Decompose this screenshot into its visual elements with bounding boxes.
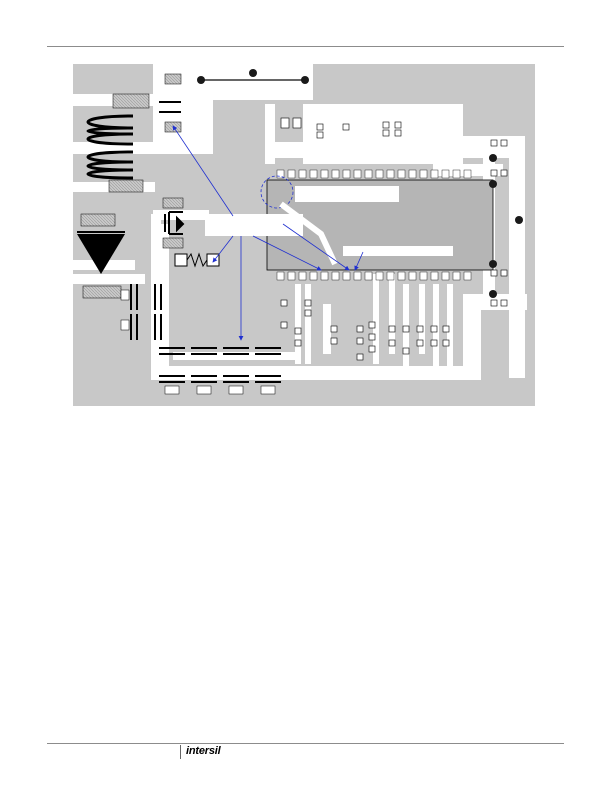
top-jumper	[197, 69, 309, 84]
callout-box	[205, 214, 303, 236]
resistor-icon	[280, 299, 450, 361]
intersil-logo: intersil	[186, 745, 221, 757]
arrow-icon	[172, 125, 364, 341]
via-icon	[515, 216, 523, 224]
via-icon	[489, 154, 497, 162]
via-icon	[489, 290, 497, 298]
resistor-icon	[174, 252, 220, 268]
via-icon	[489, 260, 497, 268]
capacitor-icon	[159, 101, 181, 113]
via-icon	[489, 180, 497, 188]
capacitor-icon	[159, 347, 281, 383]
via-icon	[197, 76, 205, 84]
mosfet-icon	[164, 211, 185, 235]
via-icon	[301, 76, 309, 84]
diode-icon	[77, 213, 125, 299]
capacitor-icon	[280, 117, 508, 307]
capacitor-icon	[130, 284, 162, 340]
ic-chip-icon	[260, 169, 494, 281]
via-icon	[249, 69, 257, 77]
footer-rule	[47, 743, 564, 744]
pcb-layout-diagram	[73, 64, 535, 406]
inductor-icon	[86, 114, 134, 180]
footer-separator	[180, 745, 181, 759]
header-rule	[47, 46, 564, 47]
